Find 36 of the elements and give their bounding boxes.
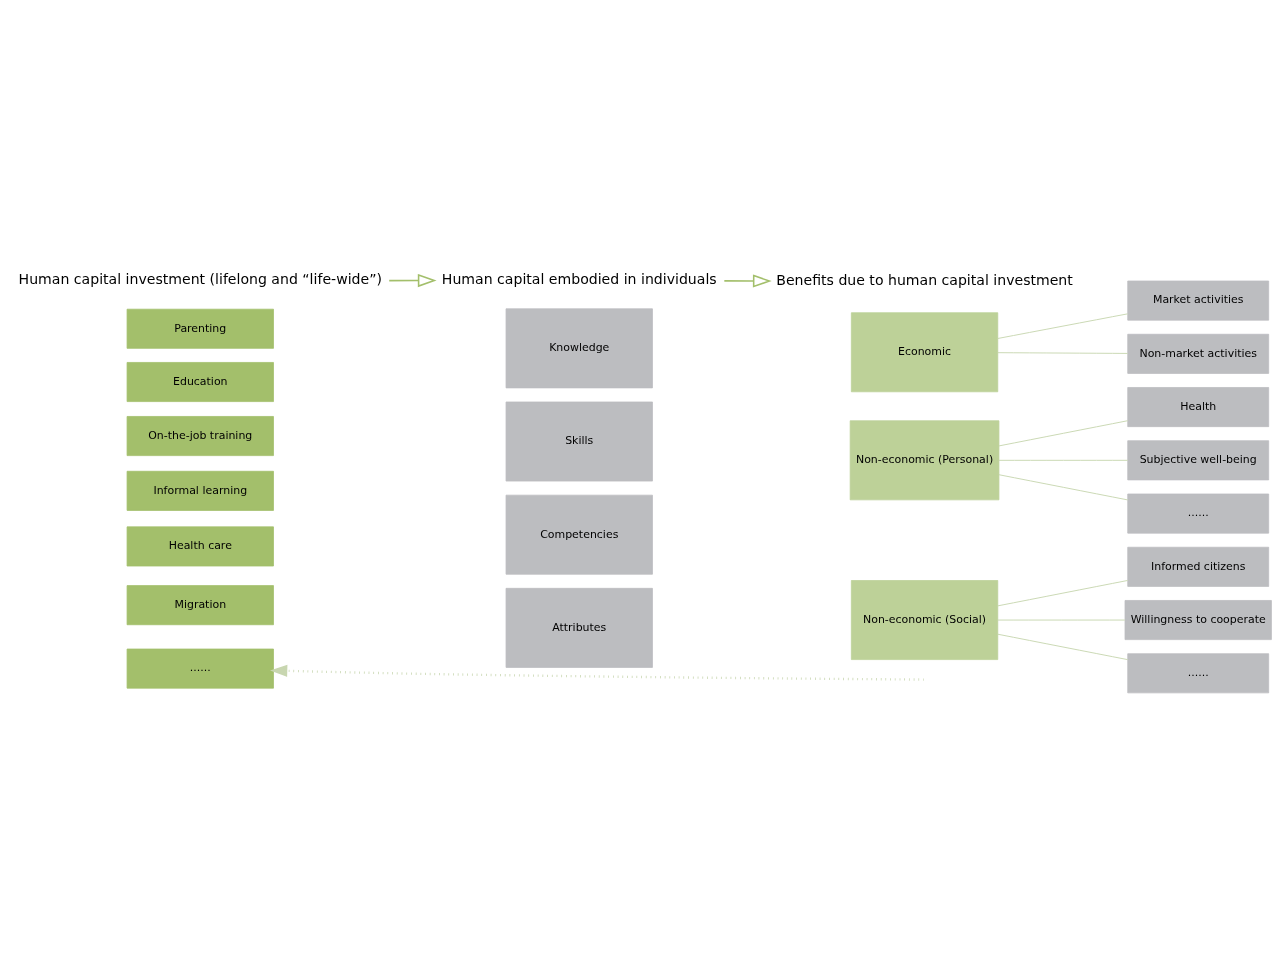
node-text: Human capital investment (lifelong and “life-wide”) [18, 270, 382, 287]
node-box: Knowledge [505, 307, 653, 388]
node-box: Non-market activities [1127, 333, 1270, 374]
arrow [723, 273, 772, 288]
node-box: Non-economic (Social) [850, 579, 999, 660]
node-box: Skills [505, 401, 653, 481]
connector [997, 633, 1129, 660]
node-box: Informed citizens [1127, 546, 1270, 587]
connector [997, 579, 1129, 606]
node-text: Human capital embodied in individuals [441, 270, 717, 287]
node-box: ...... [1127, 493, 1270, 534]
node-box: ...... [126, 648, 274, 689]
node-box: Attributes [505, 587, 653, 668]
arrow [388, 273, 437, 287]
node-box: Migration [126, 584, 274, 625]
node-box: Informal learning [126, 470, 274, 511]
node-box: Willingness to cooperate [1124, 599, 1272, 640]
node-box: ...... [1127, 652, 1270, 693]
node-box: Health [1127, 386, 1270, 427]
node-box: Subjective well-being [1127, 439, 1270, 480]
connector [998, 473, 1129, 500]
connector [998, 459, 1129, 461]
node-box: Health care [126, 526, 274, 566]
node-box: Economic [850, 311, 999, 392]
node-box: Parenting [126, 308, 274, 349]
connector [998, 419, 1129, 446]
connector [997, 312, 1129, 339]
node-box: On-the-job training [126, 415, 274, 456]
connector [997, 619, 1126, 620]
node-box: Education [126, 361, 274, 402]
node-box: Competencies [505, 494, 653, 575]
arrow [270, 664, 924, 681]
node-box: Non-economic (Personal) [849, 419, 1000, 500]
node-text: Benefits due to human capital investment [776, 271, 1073, 288]
node-box: Market activities [1127, 280, 1270, 321]
connector [997, 351, 1129, 354]
